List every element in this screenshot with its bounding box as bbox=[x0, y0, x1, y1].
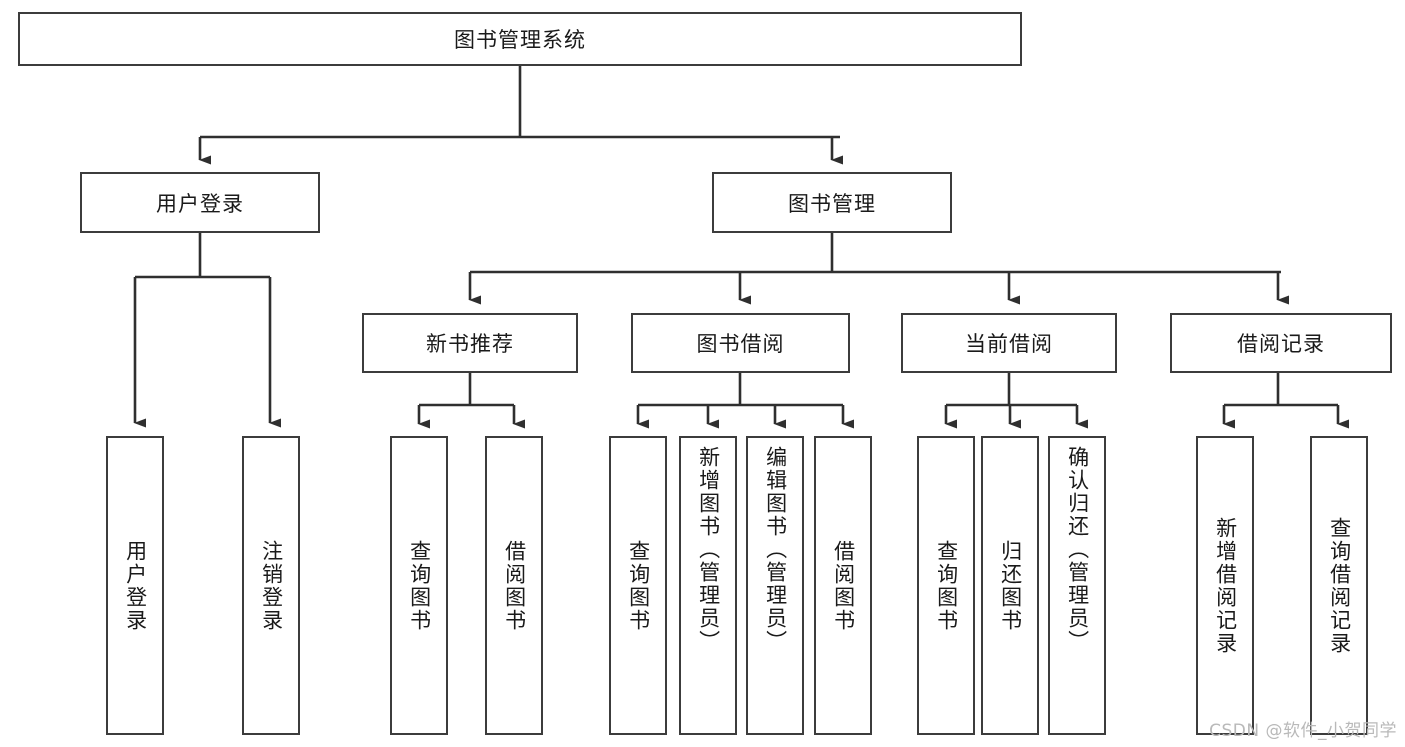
leaf-user-login-logout[interactable]: 注销登录 bbox=[242, 436, 300, 735]
node-book-management[interactable]: 图书管理 bbox=[712, 172, 952, 233]
node-book-borrow[interactable]: 图书借阅 bbox=[631, 313, 850, 373]
leaf-book-borrow-query-book[interactable]: 查询图书 bbox=[609, 436, 667, 735]
leaf-label: 新增图书（管理员） bbox=[696, 446, 721, 653]
node-book-management-label: 图书管理 bbox=[788, 191, 876, 216]
leaf-label: 查询图书 bbox=[626, 539, 651, 632]
leaf-label: 查询图书 bbox=[934, 539, 959, 632]
leaf-current-borrow-query-book[interactable]: 查询图书 bbox=[917, 436, 975, 735]
leaf-label: 归还图书 bbox=[998, 539, 1023, 632]
leaf-current-borrow-return-book[interactable]: 归还图书 bbox=[981, 436, 1039, 735]
leaf-new-book-borrow-book[interactable]: 借阅图书 bbox=[485, 436, 543, 735]
leaf-borrow-record-add-record[interactable]: 新增借阅记录 bbox=[1196, 436, 1254, 735]
node-root[interactable]: 图书管理系统 bbox=[18, 12, 1022, 66]
leaf-label: 查询图书 bbox=[407, 539, 432, 632]
leaf-user-login-login[interactable]: 用户登录 bbox=[106, 436, 164, 735]
leaf-label: 查询借阅记录 bbox=[1327, 516, 1352, 655]
leaf-label: 确认归还（管理员） bbox=[1065, 446, 1090, 653]
leaf-book-borrow-edit-book[interactable]: 编辑图书（管理员） bbox=[746, 436, 804, 735]
leaf-label: 新增借阅记录 bbox=[1213, 516, 1238, 655]
node-user-login-label: 用户登录 bbox=[156, 191, 244, 216]
leaf-label: 用户登录 bbox=[123, 539, 148, 632]
leaf-label: 注销登录 bbox=[259, 539, 284, 632]
leaf-label: 借阅图书 bbox=[831, 539, 856, 632]
leaf-current-borrow-confirm-return[interactable]: 确认归还（管理员） bbox=[1048, 436, 1106, 735]
leaf-book-borrow-add-book[interactable]: 新增图书（管理员） bbox=[679, 436, 737, 735]
node-current-borrow-label: 当前借阅 bbox=[965, 332, 1053, 356]
node-borrow-record[interactable]: 借阅记录 bbox=[1170, 313, 1392, 373]
node-borrow-record-label: 借阅记录 bbox=[1237, 332, 1325, 356]
node-user-login[interactable]: 用户登录 bbox=[80, 172, 320, 233]
node-book-borrow-label: 图书借阅 bbox=[696, 332, 785, 356]
node-new-book-recommend-label: 新书推荐 bbox=[426, 332, 514, 356]
node-new-book-recommend[interactable]: 新书推荐 bbox=[362, 313, 578, 373]
leaf-book-borrow-borrow-book[interactable]: 借阅图书 bbox=[814, 436, 872, 735]
node-root-label: 图书管理系统 bbox=[454, 28, 586, 52]
leaf-borrow-record-query-record[interactable]: 查询借阅记录 bbox=[1310, 436, 1368, 735]
leaf-label: 编辑图书（管理员） bbox=[763, 446, 788, 653]
leaf-label: 借阅图书 bbox=[502, 539, 527, 632]
leaf-new-book-query-book[interactable]: 查询图书 bbox=[390, 436, 448, 735]
node-current-borrow[interactable]: 当前借阅 bbox=[901, 313, 1117, 373]
